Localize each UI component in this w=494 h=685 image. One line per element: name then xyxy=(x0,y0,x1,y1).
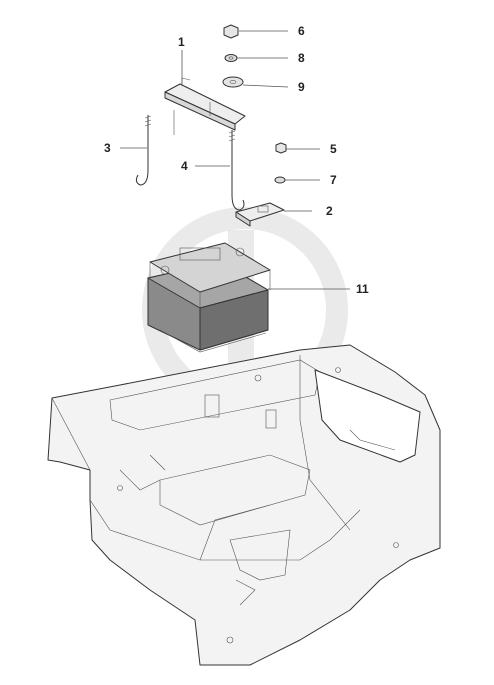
clamp-washer xyxy=(274,176,286,184)
callout-8: 8 xyxy=(298,51,305,65)
callout-7: 7 xyxy=(330,173,337,187)
callout-2: 2 xyxy=(326,204,333,218)
callout-6: 6 xyxy=(298,24,305,38)
leader-9 xyxy=(242,84,289,88)
hook-bolt-right xyxy=(228,130,245,211)
battery-tray-panel xyxy=(47,344,441,666)
top-nut xyxy=(223,24,239,39)
battery-clamp-plate xyxy=(235,202,285,227)
battery xyxy=(147,242,271,353)
leader-lines xyxy=(120,30,350,290)
callout-labels: 1 2 3 4 5 6 7 8 9 11 xyxy=(104,24,369,296)
top-lock-washer xyxy=(224,54,238,62)
callout-11: 11 xyxy=(356,282,369,296)
callout-4: 4 xyxy=(181,159,188,173)
callout-5: 5 xyxy=(330,142,337,156)
callout-9: 9 xyxy=(298,80,305,94)
callout-3: 3 xyxy=(104,141,111,155)
hook-bolt-left xyxy=(135,115,152,186)
callout-1: 1 xyxy=(178,35,185,49)
top-flat-washer xyxy=(222,76,244,88)
clamp-nut xyxy=(275,142,287,154)
